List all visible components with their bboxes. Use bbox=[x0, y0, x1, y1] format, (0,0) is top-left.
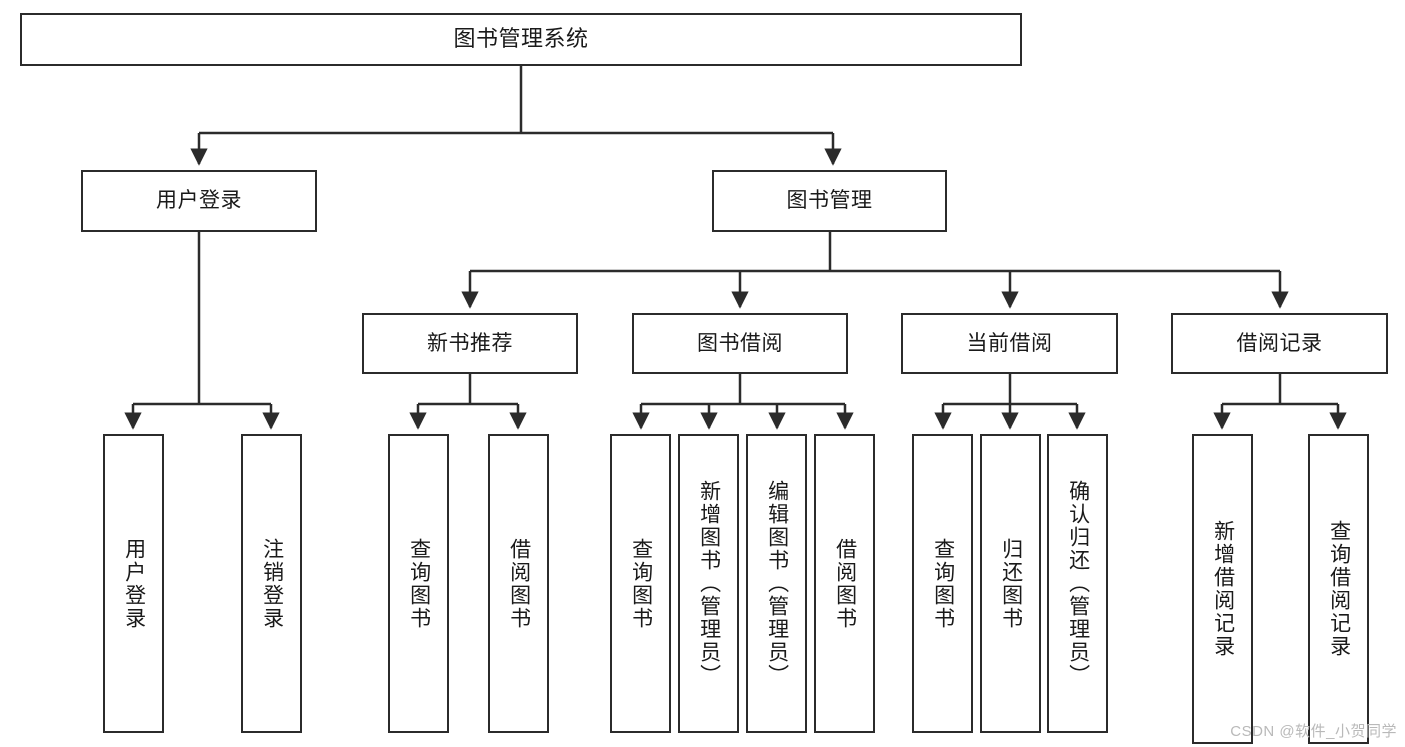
node-label: 新书推荐 bbox=[427, 331, 513, 355]
watermark-text: CSDN @软件_小贺同学 bbox=[1230, 723, 1397, 740]
node-label: 归还图书 bbox=[999, 537, 1023, 630]
node-label: 新增借阅记录 bbox=[1211, 520, 1235, 658]
node-label: 查询图书 bbox=[931, 537, 955, 630]
leaf-user-login[interactable]: 用户登录 bbox=[103, 434, 164, 733]
node-label: 编辑图书（管理员） bbox=[765, 480, 789, 687]
node-label: 图书管理系统 bbox=[453, 26, 589, 52]
node-user-login[interactable]: 用户登录 bbox=[81, 170, 317, 232]
node-label: 图书管理 bbox=[786, 189, 873, 213]
leaf-borrow-borrow-book[interactable]: 借阅图书 bbox=[814, 434, 875, 733]
node-label: 查询图书 bbox=[629, 537, 653, 630]
node-label: 用户登录 bbox=[122, 537, 146, 630]
leaf-current-query-book[interactable]: 查询图书 bbox=[912, 434, 973, 733]
leaf-borrow-query-book[interactable]: 查询图书 bbox=[610, 434, 671, 733]
node-label: 新增图书（管理员） bbox=[697, 480, 721, 687]
node-book-borrow[interactable]: 图书借阅 bbox=[632, 313, 848, 374]
node-label: 当前借阅 bbox=[966, 331, 1053, 355]
node-current-borrow[interactable]: 当前借阅 bbox=[901, 313, 1118, 374]
leaf-record-query-record[interactable]: 查询借阅记录 bbox=[1308, 434, 1369, 744]
node-label: 注销登录 bbox=[260, 537, 284, 630]
node-label: 确认归还（管理员） bbox=[1066, 480, 1090, 687]
leaf-recommend-query-book[interactable]: 查询图书 bbox=[388, 434, 449, 733]
node-label: 借阅记录 bbox=[1236, 331, 1323, 355]
leaf-borrow-edit-book-admin[interactable]: 编辑图书（管理员） bbox=[746, 434, 807, 733]
node-book-management[interactable]: 图书管理 bbox=[712, 170, 947, 232]
leaf-borrow-add-book-admin[interactable]: 新增图书（管理员） bbox=[678, 434, 739, 733]
node-root-system[interactable]: 图书管理系统 bbox=[20, 13, 1022, 66]
node-borrow-record[interactable]: 借阅记录 bbox=[1171, 313, 1388, 374]
leaf-record-add-record[interactable]: 新增借阅记录 bbox=[1192, 434, 1253, 744]
node-label: 图书借阅 bbox=[697, 331, 783, 355]
node-label: 查询图书 bbox=[407, 537, 431, 630]
leaf-user-logout[interactable]: 注销登录 bbox=[241, 434, 302, 733]
node-label: 查询借阅记录 bbox=[1327, 520, 1351, 658]
node-label: 借阅图书 bbox=[833, 537, 857, 630]
node-label: 用户登录 bbox=[156, 189, 242, 213]
leaf-current-confirm-return-admin[interactable]: 确认归还（管理员） bbox=[1047, 434, 1108, 733]
leaf-recommend-borrow-book[interactable]: 借阅图书 bbox=[488, 434, 549, 733]
leaf-current-return-book[interactable]: 归还图书 bbox=[980, 434, 1041, 733]
node-label: 借阅图书 bbox=[507, 537, 531, 630]
node-new-book-recommend[interactable]: 新书推荐 bbox=[362, 313, 578, 374]
